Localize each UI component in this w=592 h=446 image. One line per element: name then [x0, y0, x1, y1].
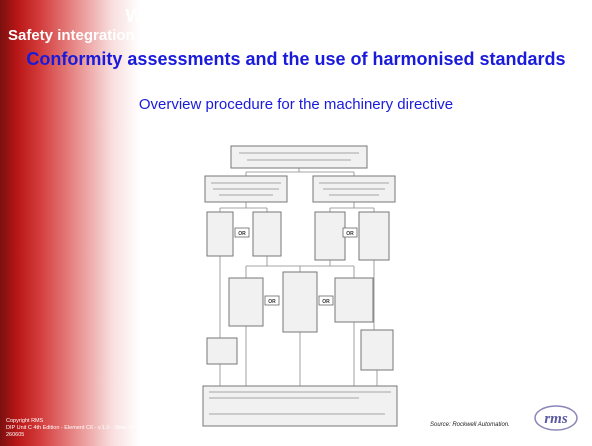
flow-box: [206, 337, 238, 365]
date-code-text: 260605: [6, 432, 25, 438]
slide-subheading: Overview procedure for the machinery dir…: [138, 96, 454, 113]
flow-box: [206, 211, 234, 257]
footer: Copyright RMS DIP Unit C 4th Edition - E…: [6, 418, 134, 439]
slide-title: Work equipment (workplace machinery): [125, 6, 467, 26]
edition-text: DIP Unit C 4th Edition - Element C6 - v.…: [6, 425, 135, 431]
source-credit: Source: Rockwell Automation.: [430, 422, 510, 428]
logo-text: rms: [544, 411, 568, 427]
flow-box: [360, 329, 394, 371]
slide-subtitle: Safety integration and machinery risk as…: [8, 27, 366, 44]
flow-box: [282, 271, 318, 333]
flow-top-box: [230, 145, 368, 169]
or-label: OR: [238, 231, 246, 237]
or-label: OR: [268, 299, 276, 305]
flow-box: [334, 277, 374, 323]
left-gradient-bar: [0, 0, 140, 446]
flow-bottom-box: [202, 385, 398, 427]
machinery-directive-flowchart: OR OR OR OR: [202, 145, 398, 427]
flow-box: [252, 211, 282, 257]
or-label: OR: [346, 231, 354, 237]
flow-box: [314, 211, 346, 261]
flow-box: [228, 277, 264, 327]
rms-logo: rms: [534, 405, 578, 431]
slide-heading: Conformity assessments and the use of ha…: [26, 49, 566, 69]
or-label: OR: [322, 299, 330, 305]
copyright-text: Copyright RMS: [6, 418, 44, 424]
flow-box: [358, 211, 390, 261]
